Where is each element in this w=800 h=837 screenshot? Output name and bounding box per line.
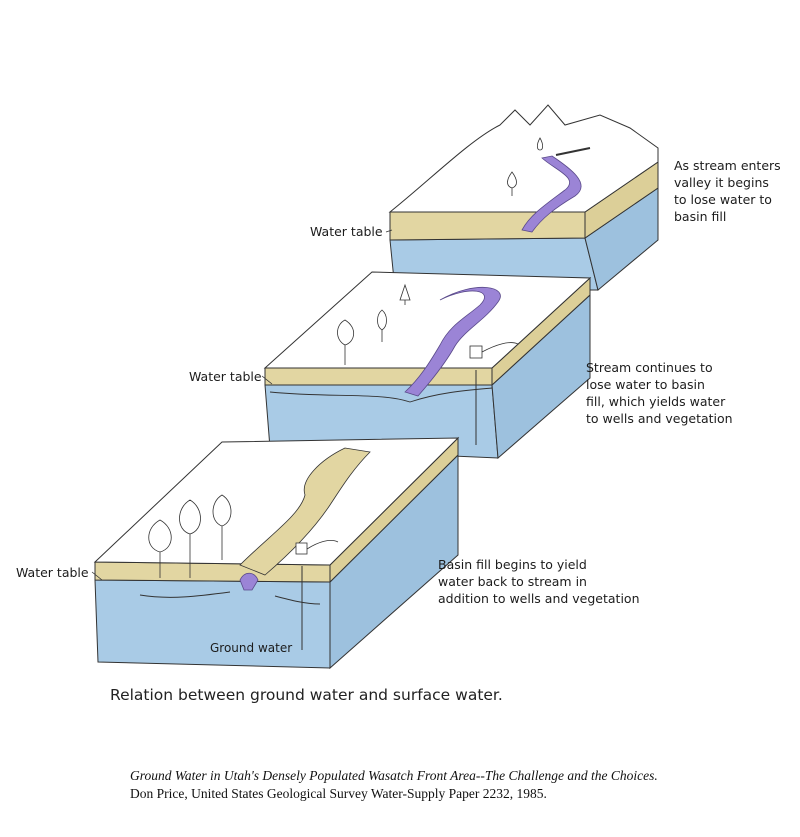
bottom-block-valley [239, 447, 371, 576]
bottom-block [93, 436, 460, 670]
top-block-stream [521, 155, 582, 233]
middle-block-well-icon [469, 342, 519, 445]
figure-caption: Relation between ground water and surfac… [110, 686, 503, 704]
water-table-leader-middle [261, 375, 273, 385]
middle-block-tree-icon-1 [337, 319, 355, 365]
note-middle: Stream continues to lose water to basin … [586, 360, 733, 426]
note-bottom: Basin fill begins to yield water back to… [438, 557, 640, 606]
middle-block-basin-fill-front [264, 367, 493, 386]
citation-title: Ground Water in Utah's Densely Populated… [130, 768, 658, 783]
middle-block-tree-icon-3 [399, 283, 411, 305]
bottom-block-tree-icon-3 [212, 494, 232, 560]
top-block-snow-streak [555, 147, 591, 156]
water-table-label-bottom: Water table [16, 565, 89, 580]
middle-block [263, 271, 592, 460]
bottom-block-stream [239, 572, 259, 591]
citation-source: Don Price, United States Geological Surv… [130, 786, 547, 801]
top-block-surface [388, 104, 659, 213]
middle-block-water-table-line [269, 387, 493, 403]
top-block [388, 104, 659, 291]
bottom-block-tree-icon-1 [148, 519, 172, 578]
groundwater-surface-water-diagram [91, 104, 659, 670]
top-block-basin-fill-front [389, 211, 586, 241]
bottom-block-tree-icon-2 [179, 499, 201, 578]
note-top: As stream enters valley it begins to los… [674, 158, 781, 224]
water-table-label-middle: Water table [189, 369, 262, 384]
middle-block-stream [404, 287, 501, 397]
top-block-tree-icon [507, 171, 517, 196]
water-table-label-top: Water table [310, 224, 383, 239]
ground-water-label: Ground water [210, 641, 293, 655]
top-block-drop-icon [536, 137, 544, 151]
bottom-block-flow-arrow-1 [139, 591, 231, 598]
middle-block-surface [263, 271, 592, 369]
middle-block-tree-icon-2 [377, 309, 387, 342]
bottom-block-well-icon [295, 540, 339, 650]
water-table-leader-bottom [91, 571, 103, 581]
water-table-leader-top [385, 229, 393, 233]
bottom-block-flow-arrow-2 [274, 595, 321, 605]
